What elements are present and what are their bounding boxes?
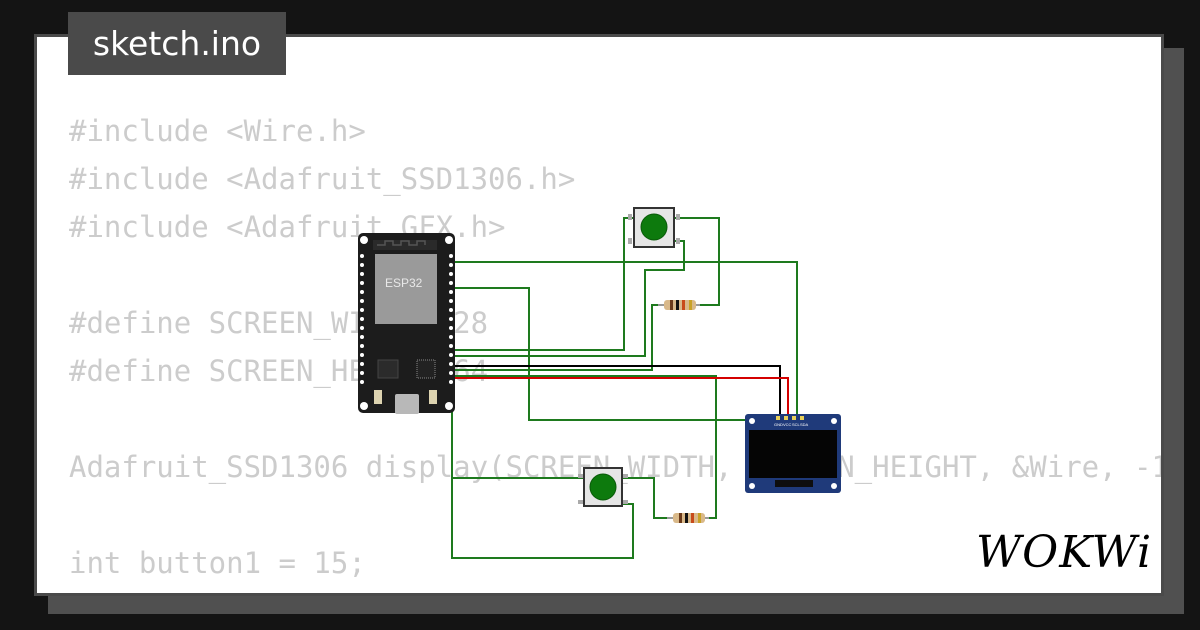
file-name-tab: sketch.ino bbox=[68, 12, 286, 75]
wire bbox=[454, 287, 760, 421]
pushbutton-icon bbox=[578, 467, 628, 507]
wire bbox=[454, 261, 798, 417]
oled-display-icon: GND VCC SCL SDA bbox=[745, 414, 841, 493]
code-card: #include <Wire.h> #include <Adafruit_SSD1… bbox=[34, 34, 1164, 596]
wire bbox=[454, 240, 685, 357]
power-wire bbox=[454, 377, 789, 417]
wire bbox=[451, 478, 634, 559]
wire bbox=[622, 477, 669, 519]
wire bbox=[454, 217, 636, 351]
wire bbox=[454, 375, 717, 519]
pushbutton-icon bbox=[628, 207, 680, 248]
code-line: #include <Wire.h> bbox=[69, 114, 366, 148]
esp32-board-icon: ESP32 bbox=[358, 233, 455, 414]
esp32-label: ESP32 bbox=[385, 276, 423, 290]
resistor-icon bbox=[658, 300, 700, 310]
wire bbox=[674, 217, 720, 306]
code-line: #include <Adafruit_SSD1306.h> bbox=[69, 162, 576, 196]
code-preview: #include <Wire.h> #include <Adafruit_SSD1… bbox=[69, 107, 1161, 593]
oled-pin-label: SDA bbox=[800, 422, 809, 427]
oled-pin-label: GND bbox=[774, 422, 783, 427]
oled-pin-label: VCC bbox=[783, 422, 792, 427]
code-line: int button1 = 15; bbox=[69, 546, 366, 580]
wokwi-logo-icon: WOKWi bbox=[975, 522, 1153, 582]
wokwi-logo-text: WOKWi bbox=[975, 526, 1153, 578]
resistor-icon bbox=[667, 513, 709, 523]
wires bbox=[451, 217, 798, 559]
wire bbox=[454, 304, 662, 371]
oled-pin-label: SCL bbox=[792, 422, 801, 427]
wire bbox=[451, 385, 585, 479]
ground-wire bbox=[454, 365, 781, 417]
